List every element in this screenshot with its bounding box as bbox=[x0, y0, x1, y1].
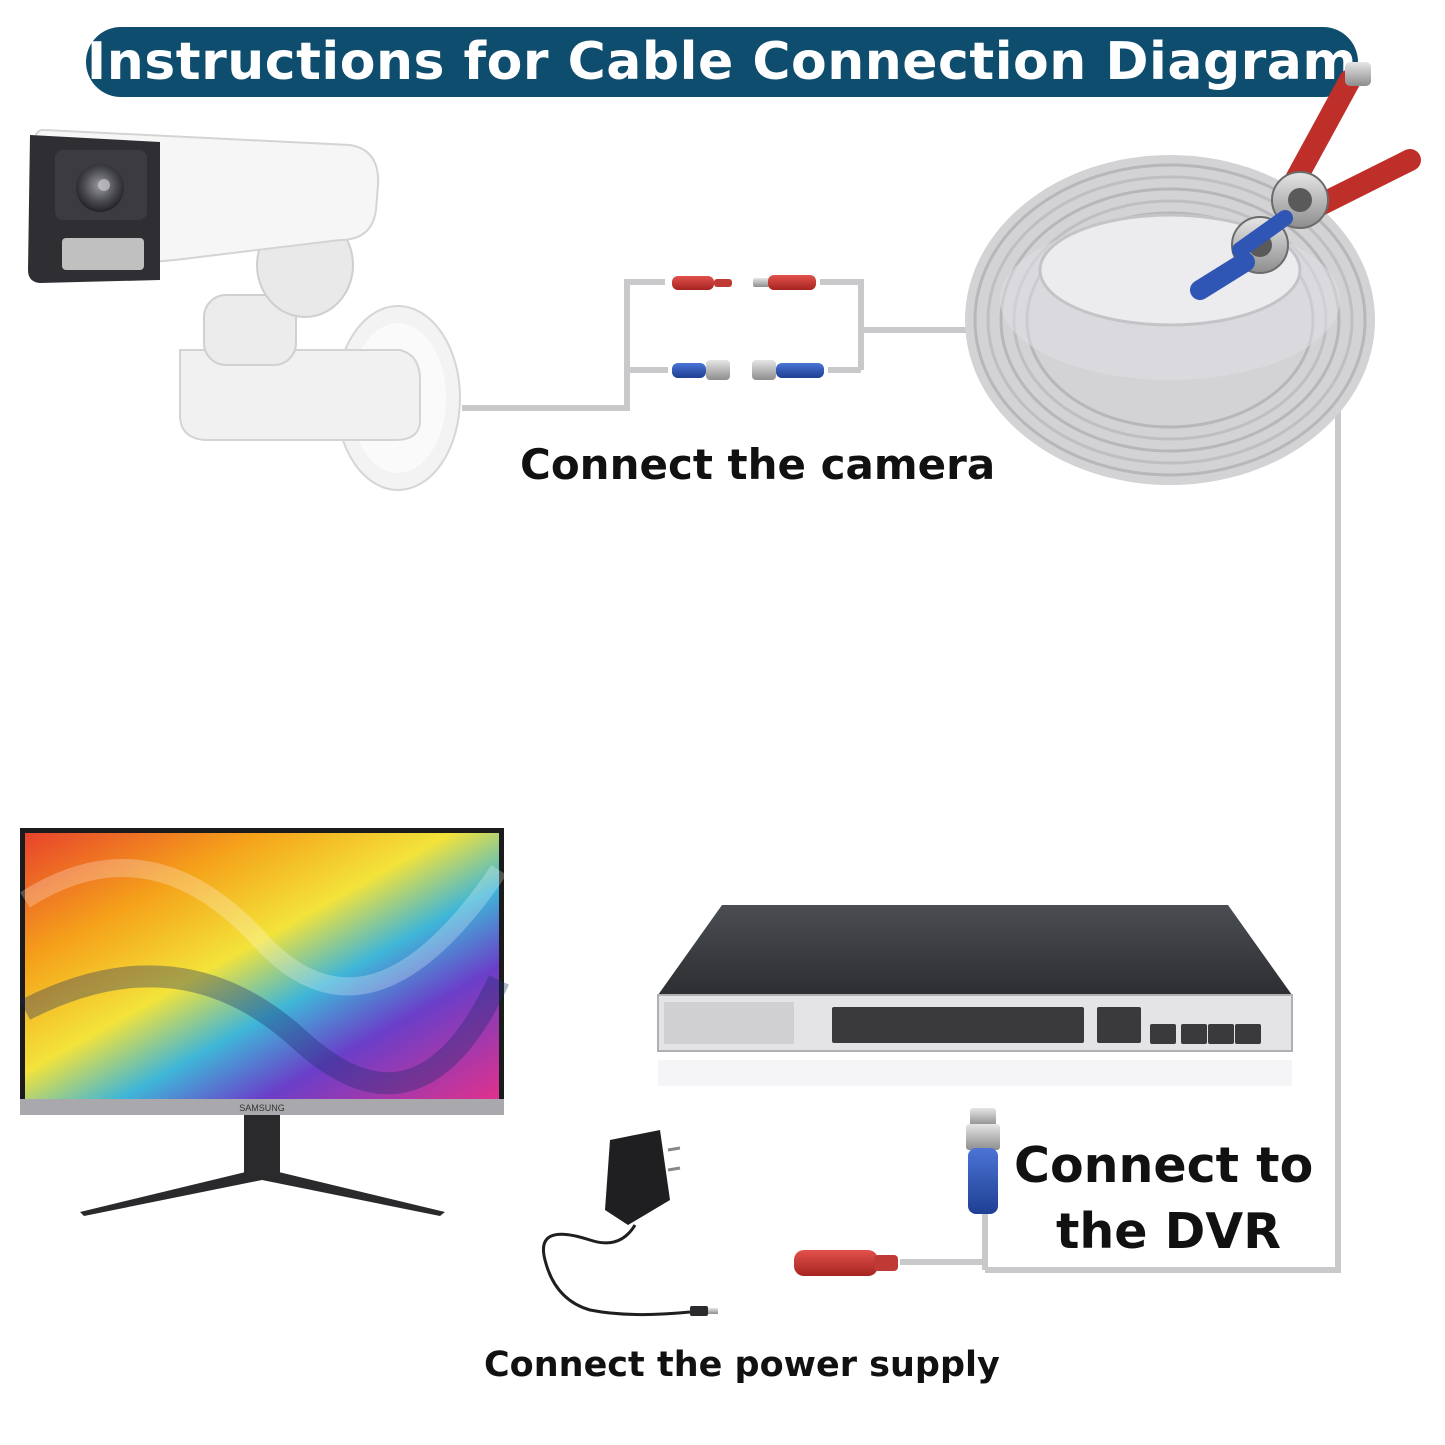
caption-connect-camera: Connect the camera bbox=[520, 440, 996, 489]
page-title: Instructions for Cable Connection Diagra… bbox=[86, 32, 1358, 92]
dvr-power-plug-icon bbox=[794, 1250, 898, 1276]
dvr-ports bbox=[832, 1007, 1261, 1044]
cable-reel-icon bbox=[965, 62, 1421, 485]
power-adapter-icon bbox=[542, 1130, 718, 1317]
monitor-icon: SAMSUNG bbox=[19, 828, 509, 1216]
caption-connect-dvr-line1: Connect to bbox=[1014, 1137, 1314, 1194]
camera-cable bbox=[462, 370, 630, 411]
camera-icon bbox=[28, 128, 461, 491]
split-red-branch bbox=[624, 279, 665, 370]
title-banner: Instructions for Cable Connection Diagra… bbox=[86, 27, 1358, 97]
bnc-plug-right bbox=[752, 360, 824, 380]
caption-connect-power: Connect the power supply bbox=[484, 1345, 1000, 1385]
dc-male-plug-right bbox=[753, 275, 816, 290]
dc-female-plug-left bbox=[672, 276, 732, 290]
reel-to-dvr-cable bbox=[985, 395, 1341, 1273]
dvr-bnc-connector-icon bbox=[966, 1108, 1000, 1214]
split-red-branch-right bbox=[820, 279, 864, 370]
cable-runs bbox=[462, 279, 1341, 1273]
caption-connect-dvr: Connect to the DVR bbox=[1014, 1133, 1314, 1265]
bnc-plug-left bbox=[672, 360, 730, 380]
dvr-icon bbox=[657, 905, 1293, 1086]
monitor-brand: SAMSUNG bbox=[239, 1103, 285, 1113]
caption-connect-dvr-line2: the DVR bbox=[1056, 1203, 1281, 1260]
